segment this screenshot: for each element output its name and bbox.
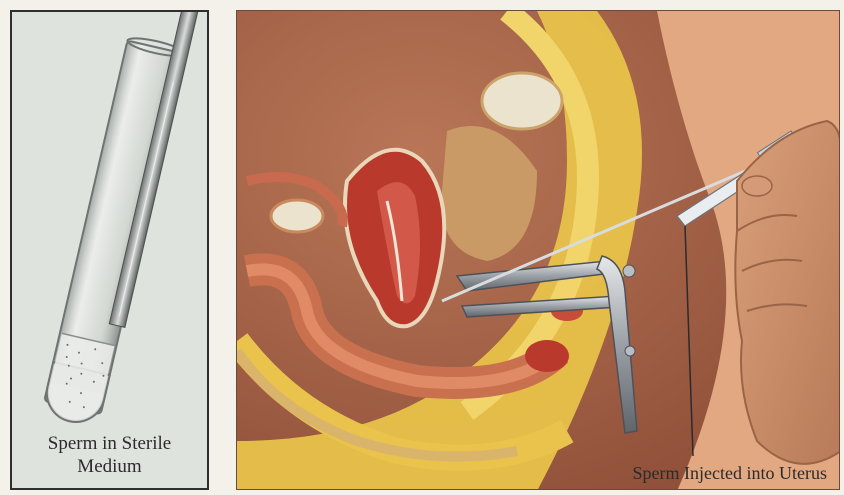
- insemination-illustration: [237, 11, 840, 490]
- test-tube-panel: Sperm in Sterile Medium: [10, 10, 209, 490]
- tube-caption: Sperm in Sterile Medium: [12, 432, 207, 478]
- test-tube-illustration: [12, 12, 209, 490]
- injection-caption: Sperm Injected into Uterus: [633, 463, 827, 484]
- tube-caption-line2: Medium: [12, 455, 207, 478]
- tube-caption-line1: Sperm in Sterile: [12, 432, 207, 455]
- anatomy-panel: Sperm Injected into Uterus: [236, 10, 840, 490]
- hand: [735, 121, 840, 464]
